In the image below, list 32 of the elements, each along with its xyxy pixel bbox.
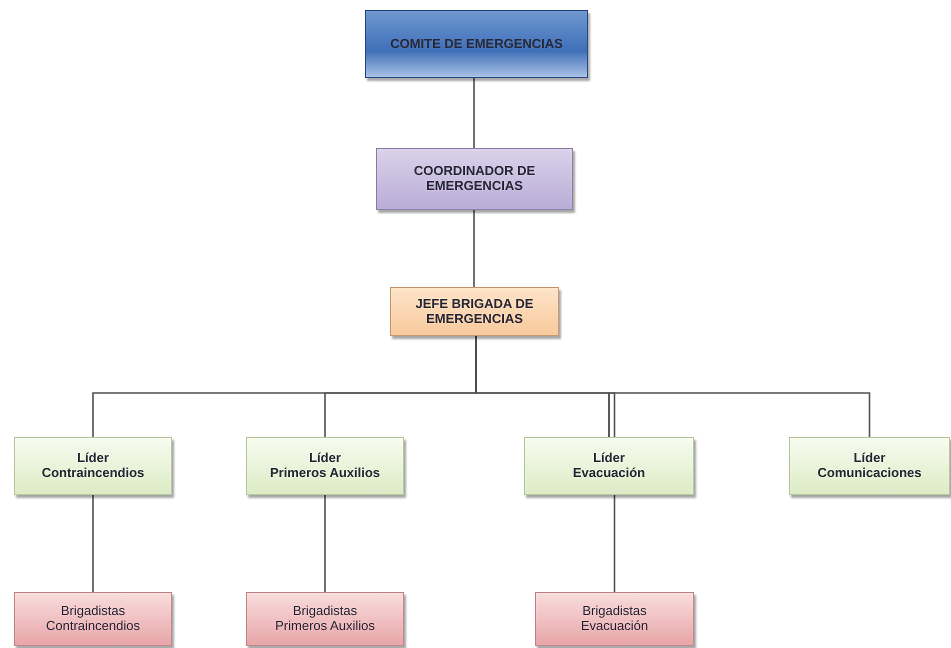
connector-line bbox=[473, 210, 475, 287]
box-heading: Líder bbox=[854, 451, 886, 466]
org-box bbox=[376, 148, 573, 210]
box-label: Primeros Auxilios bbox=[270, 466, 380, 481]
box-label: Contraincendios bbox=[46, 619, 140, 634]
box-label: Evacuación bbox=[572, 466, 646, 481]
box-label: COORDINADOR DE EMERGENCIAS bbox=[412, 164, 536, 194]
brigade-box bbox=[14, 592, 172, 646]
box-label: Comunicaciones bbox=[817, 466, 922, 481]
box-label: Primeros Auxilios bbox=[275, 619, 375, 634]
org-box bbox=[365, 10, 588, 78]
leader-box bbox=[789, 437, 950, 495]
leader-box bbox=[524, 437, 694, 495]
leader-box bbox=[246, 437, 404, 495]
leader-box bbox=[14, 437, 172, 495]
box-heading: Líder bbox=[77, 451, 109, 466]
connector-line bbox=[473, 78, 475, 148]
box-heading: Brigadistas bbox=[582, 604, 647, 619]
box-label: Evacuación bbox=[580, 619, 648, 634]
brigade-box bbox=[535, 592, 694, 646]
box-label: COMITE DE EMERGENCIAS bbox=[389, 36, 564, 52]
connector-line bbox=[92, 495, 94, 592]
org-box bbox=[390, 287, 559, 336]
box-heading: Brigadistas bbox=[60, 604, 126, 619]
connector-line bbox=[324, 495, 326, 592]
brigade-box bbox=[246, 592, 404, 646]
box-label: Contraincendios bbox=[42, 466, 144, 481]
box-heading: Brigadistas bbox=[292, 604, 358, 619]
box-label: JEFE BRIGADA DE EMERGENCIAS bbox=[414, 296, 534, 326]
connector-line bbox=[475, 336, 870, 437]
box-heading: Líder bbox=[593, 451, 625, 466]
box-heading: Líder bbox=[309, 451, 341, 466]
